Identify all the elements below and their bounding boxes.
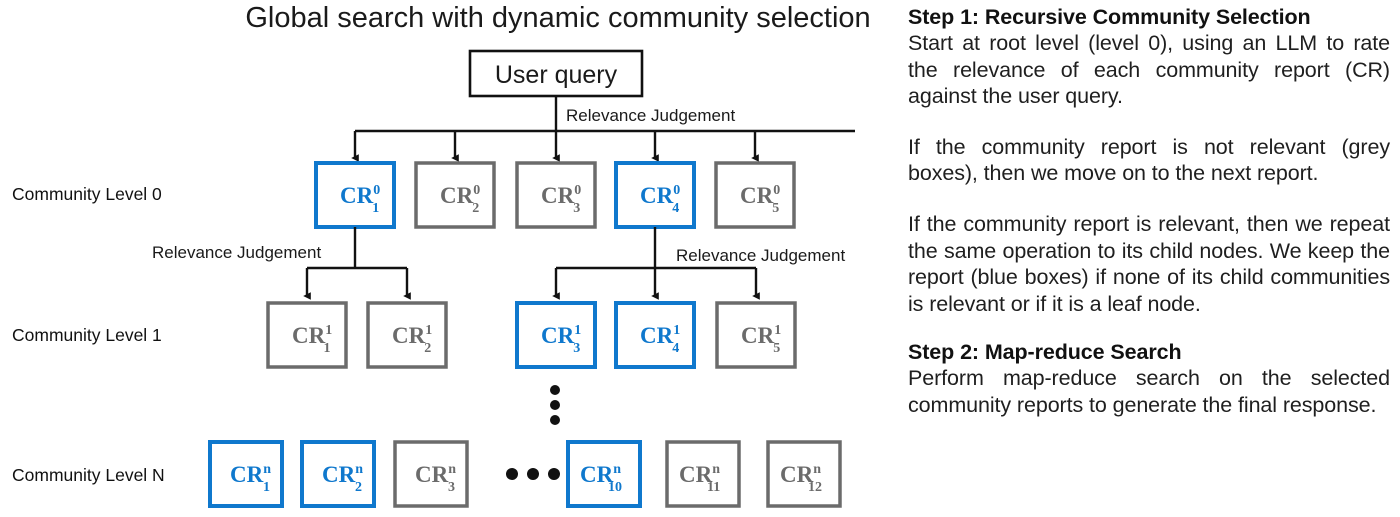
edge-label-level0-left: Relevance Judgement (152, 243, 321, 262)
diagram-panel: Global search with dynamic community sel… (12, 2, 871, 508)
horizontal-ellipsis (506, 468, 560, 480)
step-1-paragraph-1: Start at root level (level 0), using an … (908, 31, 1390, 109)
edge-label-root: Relevance Judgement (566, 106, 735, 125)
level-label-1: Community Level 1 (12, 325, 162, 345)
vertical-ellipsis (550, 385, 560, 425)
spacer (908, 110, 1390, 134)
edge-label-level0-right: Relevance Judgement (676, 246, 845, 265)
level0-left-to-level1-connectors (303, 227, 411, 300)
level0-right-to-level1-connectors (552, 227, 760, 300)
level-label-n: Community Level N (12, 465, 165, 485)
step-1-paragraph-2: If the community report is not relevant … (908, 134, 1390, 186)
spacer (908, 187, 1390, 211)
spacer (908, 317, 1390, 339)
diagram-title: Global search with dynamic community sel… (245, 2, 870, 34)
step-1-heading: Step 1: Recursive Community Selection (908, 5, 1311, 29)
root-node-label: User query (495, 61, 618, 89)
level-label-0: Community Level 0 (12, 184, 162, 204)
root-node-box (468, 49, 644, 98)
root-to-level0-connectors (351, 96, 855, 162)
step-1-paragraph-3: If the community report is relevant, the… (908, 211, 1390, 316)
step-2-paragraph-1: Perform map-reduce search on the selecte… (908, 366, 1390, 417)
community-tree-diagram: Global search with dynamic community sel… (12, 2, 871, 508)
steps-panel: Step 1: Recursive Community Selection St… (908, 0, 1390, 517)
step-2-heading: Step 2: Map-reduce Search (908, 340, 1182, 365)
